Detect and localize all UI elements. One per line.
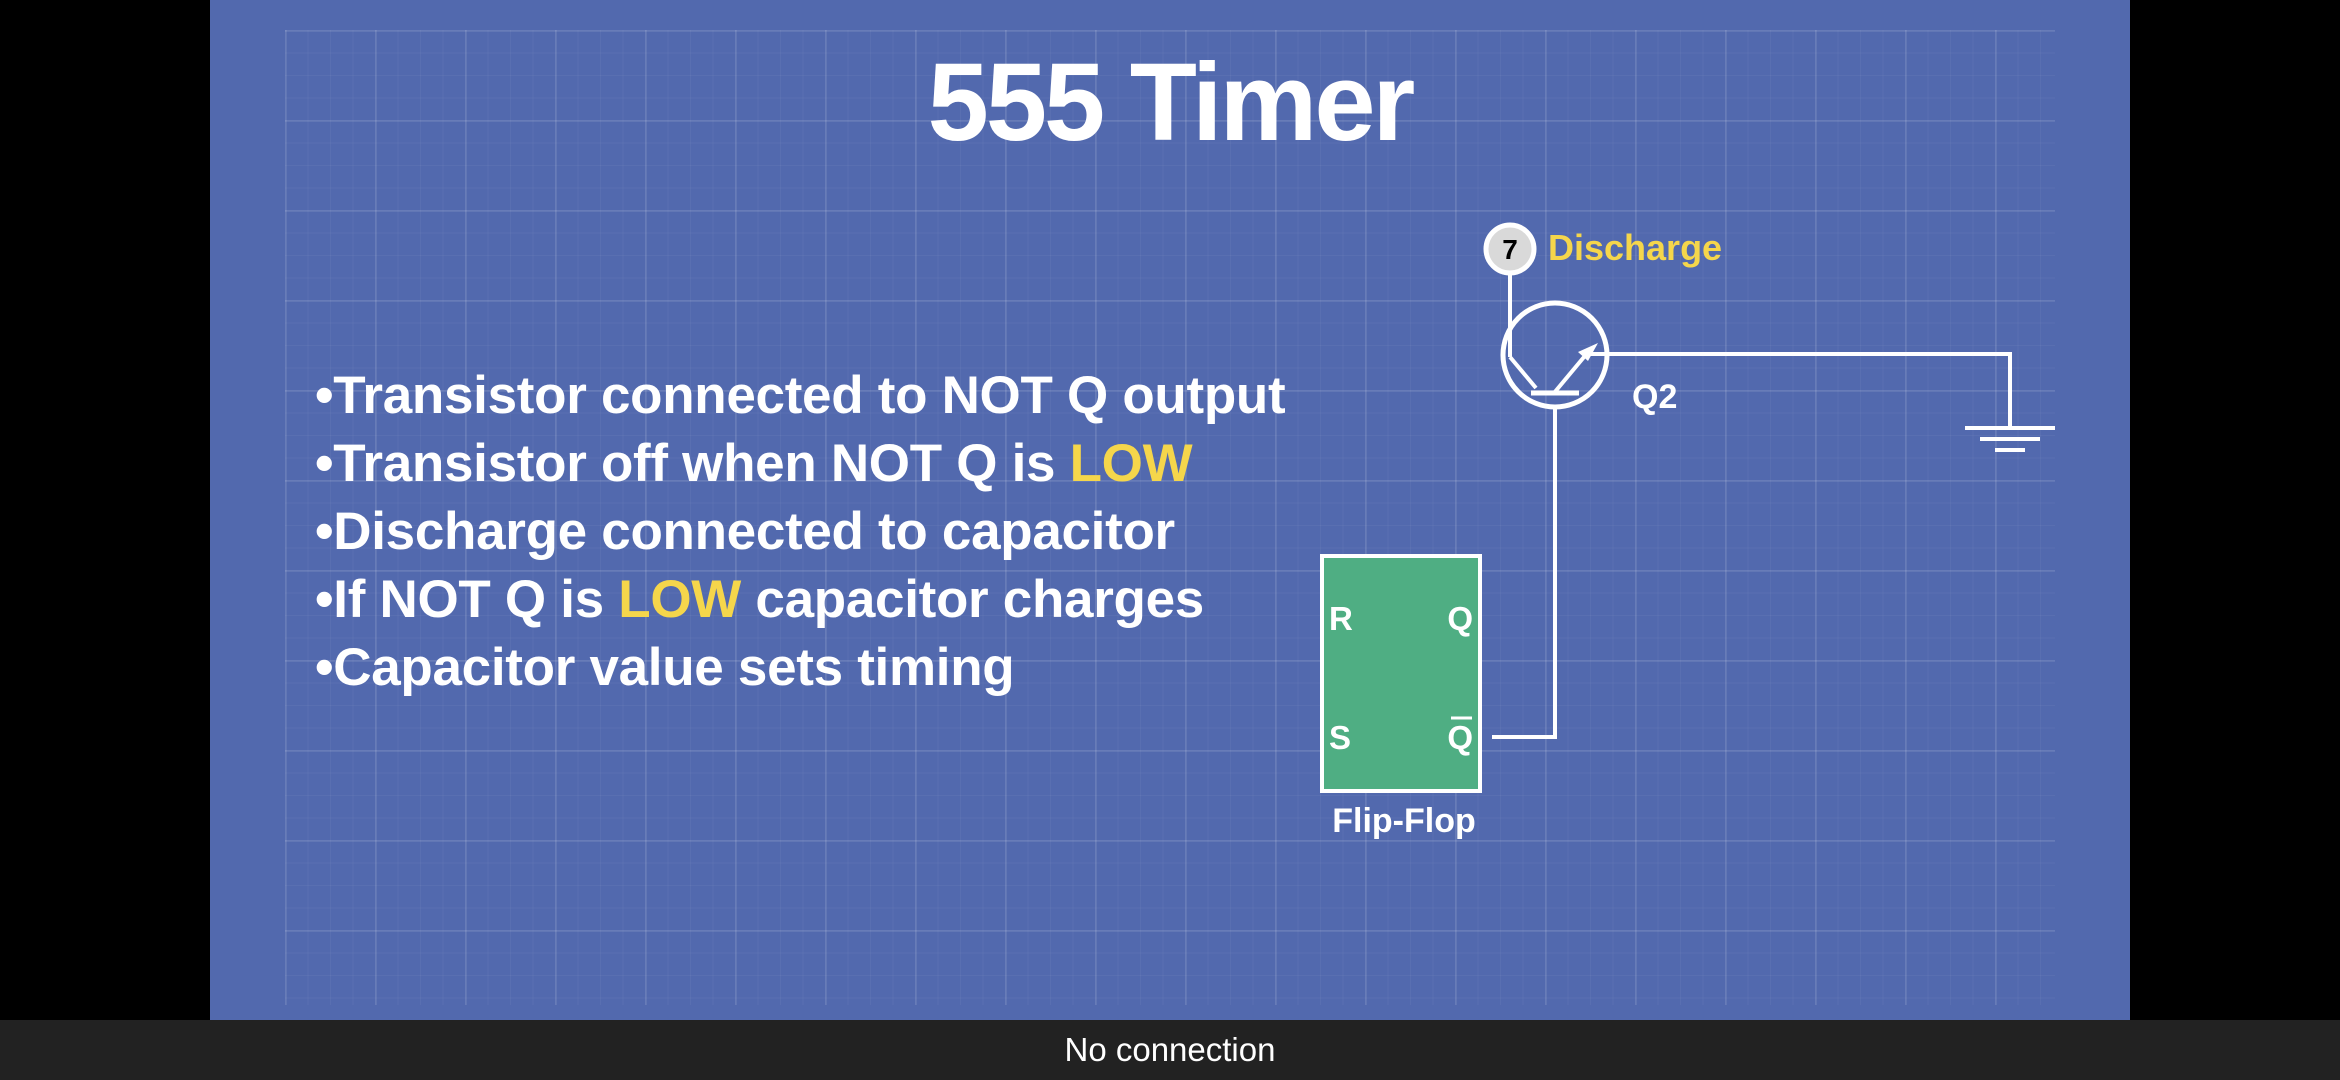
- blueprint-grid: [285, 30, 2055, 1005]
- bullet-marker: •: [315, 638, 334, 697]
- bullet-text: Capacitor value sets timing: [333, 638, 1015, 697]
- bullet-item: •Discharge connected to capacitor: [315, 498, 1285, 566]
- bullet-text: Transistor off when NOT Q is: [333, 434, 1070, 493]
- bullet-marker: •: [315, 502, 334, 561]
- flip-flop-output-qbar: Q: [1447, 719, 1473, 756]
- bullet-highlight: LOW: [618, 570, 741, 629]
- bullet-text: Transistor connected to NOT Q output: [333, 366, 1286, 425]
- status-bar: No connection: [0, 1020, 2340, 1080]
- ground-wire: [1607, 352, 2012, 428]
- qbar-wire: [1492, 407, 1557, 739]
- bullet-item: •Transistor connected to NOT Q output: [315, 362, 1286, 430]
- transistor-label: Q2: [1632, 378, 1677, 416]
- bullet-text: Discharge connected to capacitor: [333, 502, 1175, 561]
- bullet-item: •Transistor off when NOT Q is LOW: [315, 430, 1285, 498]
- status-text: No connection: [1064, 1031, 1276, 1068]
- flip-flop-output-q: Q: [1447, 600, 1473, 637]
- flip-flop-input-r: R: [1329, 600, 1353, 637]
- ground-icon: [1965, 426, 2055, 452]
- transistor-q2-symbol: [1500, 300, 1610, 410]
- circuit-diagram: 7 Discharge Q2 R: [1320, 222, 2055, 840]
- flip-flop-block: [1320, 554, 1482, 793]
- flip-flop-label: Flip-Flop: [1332, 802, 1476, 840]
- bullet-highlight: LOW: [1069, 434, 1193, 493]
- bullet-marker: •: [315, 570, 334, 629]
- bullet-marker: •: [315, 366, 334, 425]
- slide: 555 Timer •Transistor connected to NOT Q…: [210, 0, 2130, 1020]
- slide-title: 555 Timer: [927, 41, 1416, 164]
- bullet-list: •Transistor connected to NOT Q output •T…: [315, 362, 1286, 702]
- bullet-item: •Capacitor value sets timing: [315, 634, 1285, 702]
- pin-number: 7: [1502, 234, 1518, 265]
- bullet-text-suffix: capacitor charges: [740, 570, 1204, 629]
- bullet-marker: •: [315, 434, 334, 493]
- flip-flop-input-s: S: [1329, 719, 1351, 756]
- bullet-text: If NOT Q is: [333, 570, 619, 629]
- pin-7-circle: [1483, 222, 1537, 276]
- bullet-item: •If NOT Q is LOW capacitor charges: [315, 566, 1285, 634]
- pin-label-discharge: Discharge: [1548, 227, 1722, 268]
